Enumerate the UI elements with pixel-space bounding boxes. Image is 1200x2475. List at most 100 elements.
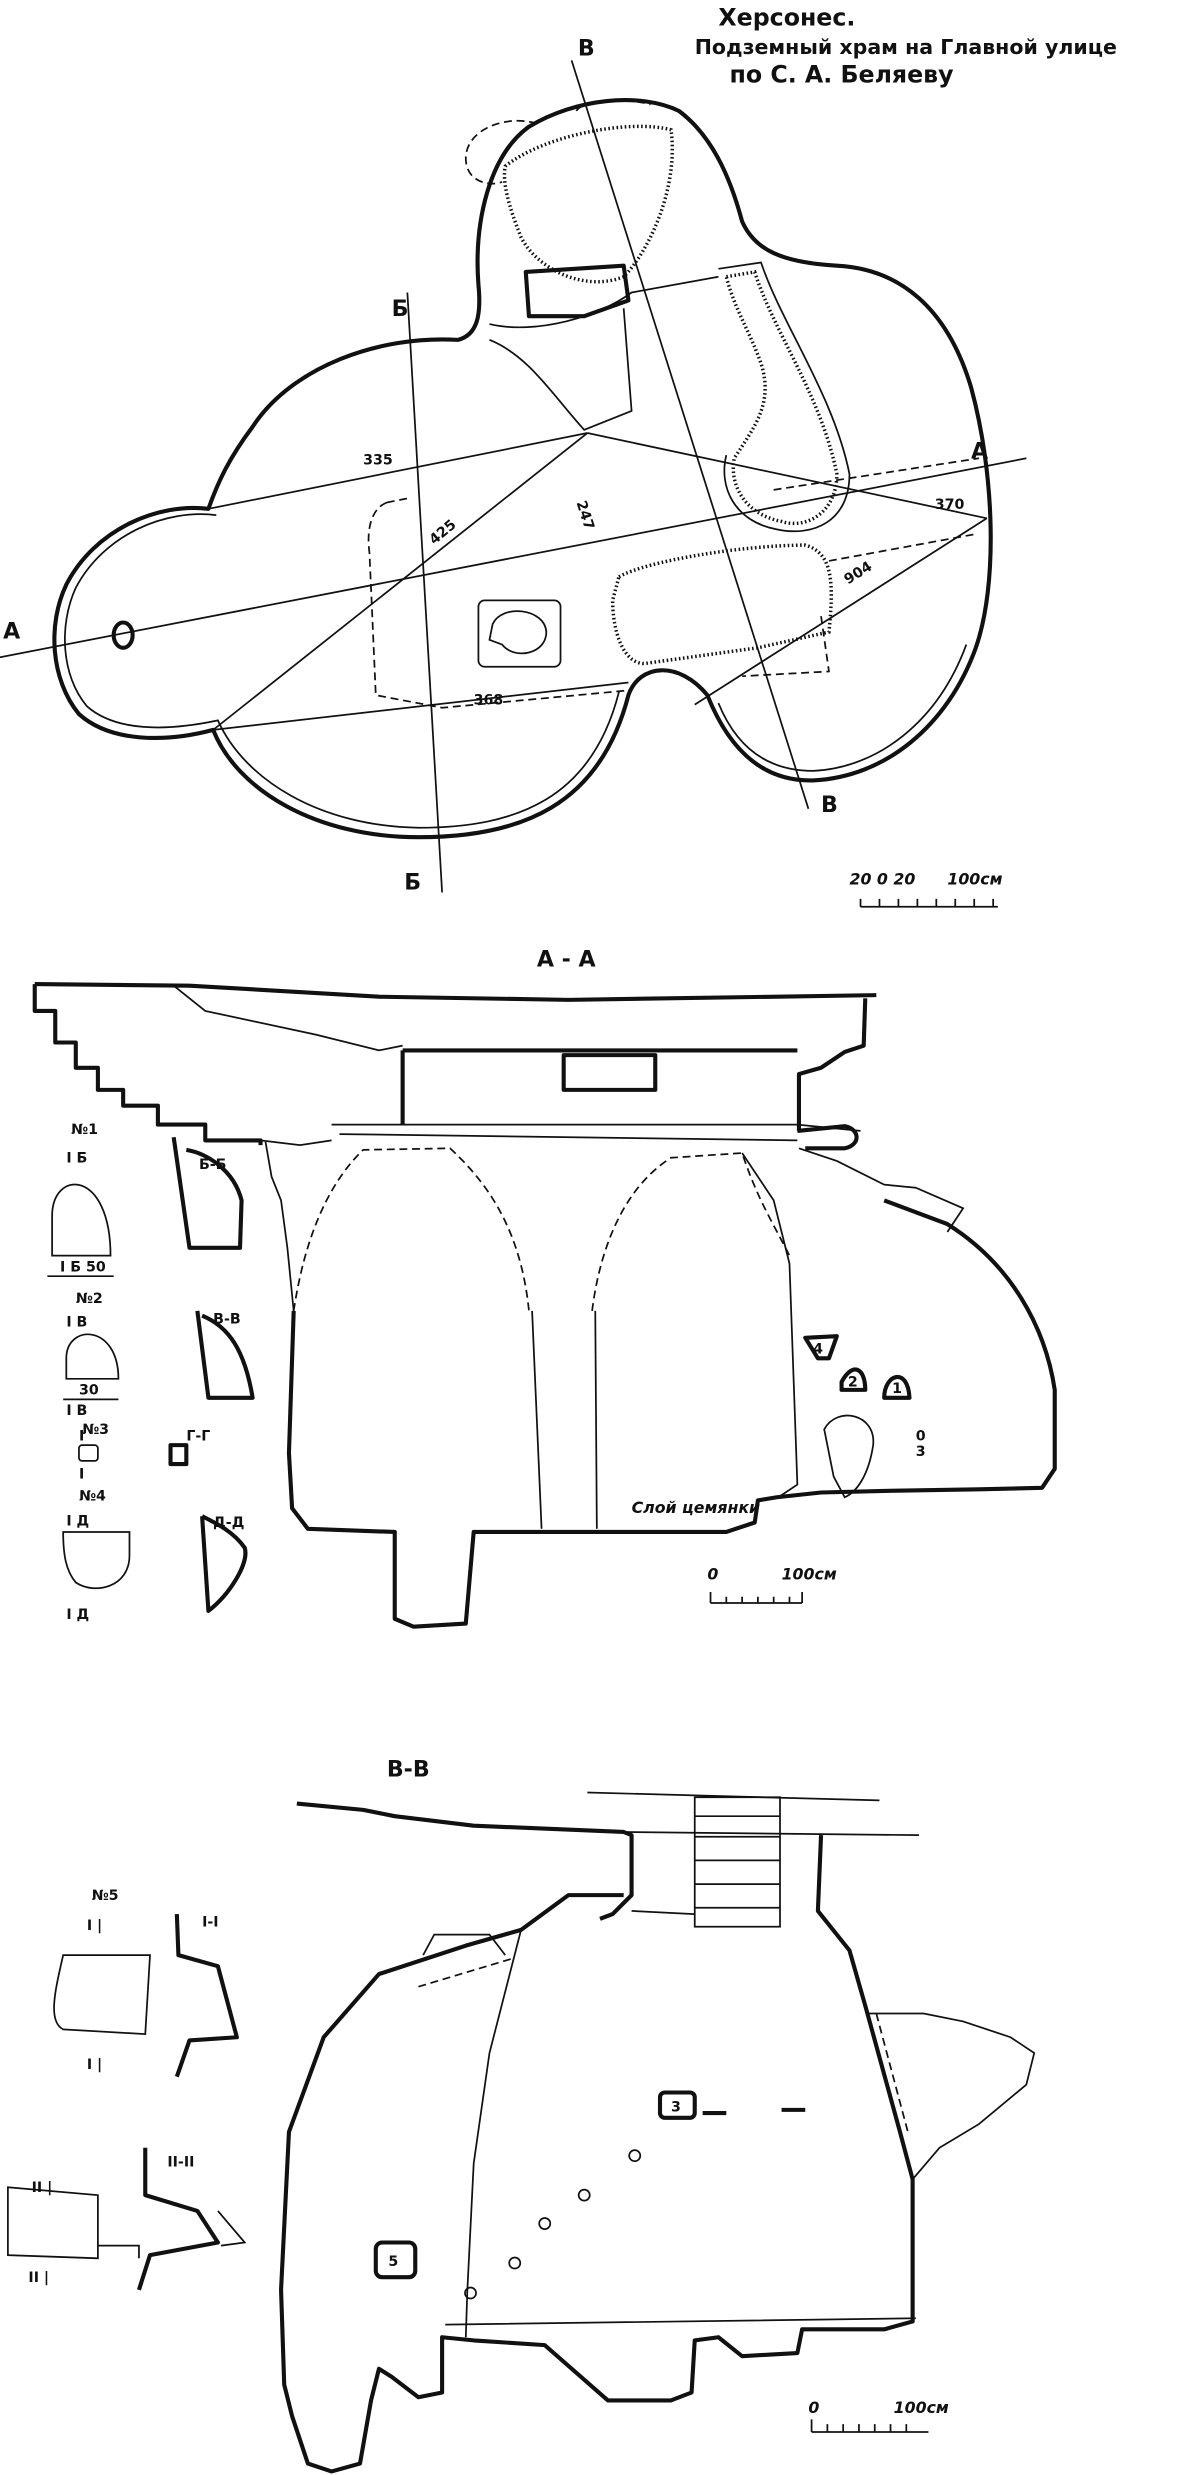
niche-2-top: І В xyxy=(66,1315,87,1331)
label-a-left: А xyxy=(3,618,20,644)
niche-5-bottom-1: I | xyxy=(87,2057,102,2073)
aa-scale-bar: 0 100см xyxy=(707,1564,837,1604)
vv-surface-right xyxy=(587,1791,919,1836)
aa-shaft-niche xyxy=(561,1053,658,1092)
vv-marker-5: 5 xyxy=(388,2254,398,2270)
aa-shaft xyxy=(400,998,868,1131)
aa-marker-2: 2 xyxy=(848,1375,858,1391)
aa-marker-1: 1 xyxy=(892,1381,902,1397)
aa-markers: 4 2 1 0 3 xyxy=(803,1334,926,1499)
vv-right-rock xyxy=(868,2012,1036,2180)
aa-layer-label: Слой цемянки xyxy=(632,1498,761,1517)
aa-chamber-outline xyxy=(286,1198,1057,1629)
aa-scale-start: 0 xyxy=(707,1564,718,1583)
niche-2-section-label: В-В xyxy=(213,1312,241,1328)
vv-staircase xyxy=(631,1796,781,1928)
niche-2: №2 І В 30 І В В-В xyxy=(63,1291,255,1419)
niche-1-shape xyxy=(51,1183,112,1257)
aa-stepped-profile xyxy=(32,984,263,1146)
vv-marker-3-shape xyxy=(657,2090,697,2120)
label-b-top: Б xyxy=(392,296,409,322)
niche-5-section-2 xyxy=(136,2147,220,2291)
dim-247: 247 xyxy=(573,499,597,532)
niche-4-bottom: І Д xyxy=(66,1607,89,1623)
aa-marker-0: 0 xyxy=(916,1428,926,1444)
niche-1-section-label: Б-Б xyxy=(199,1157,227,1173)
niche-5-bottom-2: II | xyxy=(28,2270,49,2286)
upper-niche xyxy=(502,124,674,284)
lower-niche xyxy=(610,543,834,666)
vv-marker-5-shape xyxy=(373,2240,418,2280)
font-basin-outline xyxy=(477,599,562,668)
dim-425: 425 xyxy=(426,517,459,548)
vv-scale-end: 100см xyxy=(894,2398,949,2417)
niche-1: №1 І Б І Б 50 Б-Б xyxy=(47,1122,244,1278)
aa-marker-2-shape xyxy=(839,1367,868,1392)
measure-line-370 xyxy=(587,432,988,520)
title-line-1: Херсонес. xyxy=(718,4,855,32)
niche-1-section xyxy=(171,1136,244,1250)
niche-5-shape-1 xyxy=(53,1954,151,2035)
vv-inner-line xyxy=(422,1929,916,2338)
plan-view: А А Б Б В В 335 425 247 370 904 368 20 0… xyxy=(0,36,1027,908)
upper-niche-inner xyxy=(523,263,631,319)
section-a-a: А - А 4 2 1 0 3 Слой цемянки 0 100см xyxy=(32,947,1057,1629)
niche-3: №3 І І Г-Г xyxy=(78,1422,210,1482)
section-line-b-b xyxy=(406,292,443,893)
niche-3-section xyxy=(168,1443,189,1467)
niche-5-shape-2 xyxy=(7,2186,140,2260)
niche-4-section-label: Д-Д xyxy=(213,1515,244,1531)
dim-335: 335 xyxy=(363,453,393,469)
measure-line-335 xyxy=(208,432,588,510)
vv-marker-3: 3 xyxy=(671,2099,681,2115)
right-elongated-niche xyxy=(724,270,839,526)
aa-fill-line xyxy=(173,984,403,1052)
aa-hook xyxy=(797,1124,859,1151)
aa-feature xyxy=(823,1414,875,1499)
dim-368: 368 xyxy=(474,693,504,709)
right-elongated-outline xyxy=(718,261,851,533)
vv-dashed-arc xyxy=(418,1957,909,2133)
aa-marker-3: 3 xyxy=(916,1444,926,1460)
measure-line-425 xyxy=(212,432,588,731)
niche-2-shape xyxy=(65,1333,120,1380)
aa-pillar-line-left xyxy=(531,1310,543,1529)
plan-scale-bar: 20 0 20 100см xyxy=(849,870,1003,908)
font-basin-keyhole xyxy=(488,610,548,655)
niche-3-section-label: Г-Г xyxy=(186,1428,210,1444)
aa-marker-4: 4 xyxy=(813,1342,823,1358)
upper-dashed-left xyxy=(464,119,538,185)
title-line-3: по С. А. Беляеву xyxy=(729,61,953,89)
vv-surface-left xyxy=(296,1801,634,1921)
vv-chamber-outline xyxy=(279,1835,915,2474)
niche-3-top: І xyxy=(79,1428,84,1444)
vv-holes-top xyxy=(702,2107,806,2116)
aa-pillar-left xyxy=(292,1147,530,1312)
section-a-a-title: А - А xyxy=(537,947,596,973)
niche-3-shape xyxy=(78,1444,99,1462)
niche-4-section xyxy=(200,1514,248,1613)
niche-4-shape xyxy=(62,1531,131,1590)
niche-5-section-2-label: II-II xyxy=(167,2155,194,2171)
niche-3-bottom: І xyxy=(79,1466,84,1482)
aa-ledge xyxy=(331,1123,861,1142)
upper-dashed-right xyxy=(575,99,651,112)
niche-5-top-2: II | xyxy=(32,2180,53,2196)
vv-scale-bar: 0 100см xyxy=(808,2398,949,2433)
niche-2-bottom: І В xyxy=(66,1403,87,1419)
plan-outline xyxy=(52,98,993,840)
niche-5-section-1-label: I-I xyxy=(202,1915,218,1931)
aa-pillar-right xyxy=(591,1152,791,1312)
title-block: Херсонес. Подземный храм на Главной улиц… xyxy=(695,4,1117,89)
aa-marker-4-shape xyxy=(803,1334,839,1361)
label-b-bottom: Б xyxy=(404,869,421,895)
dim-904: 904 xyxy=(842,559,876,588)
aa-marker-1-shape xyxy=(882,1374,912,1400)
vv-stairs xyxy=(693,1796,781,1928)
vv-scale-start: 0 xyxy=(808,2398,819,2417)
aa-right-rock xyxy=(741,1147,965,1498)
section-v-v-title: В-В xyxy=(387,1757,430,1783)
plan-scale-ticks-label: 20 0 20 xyxy=(849,870,915,889)
aa-scale-end: 100см xyxy=(782,1564,837,1583)
